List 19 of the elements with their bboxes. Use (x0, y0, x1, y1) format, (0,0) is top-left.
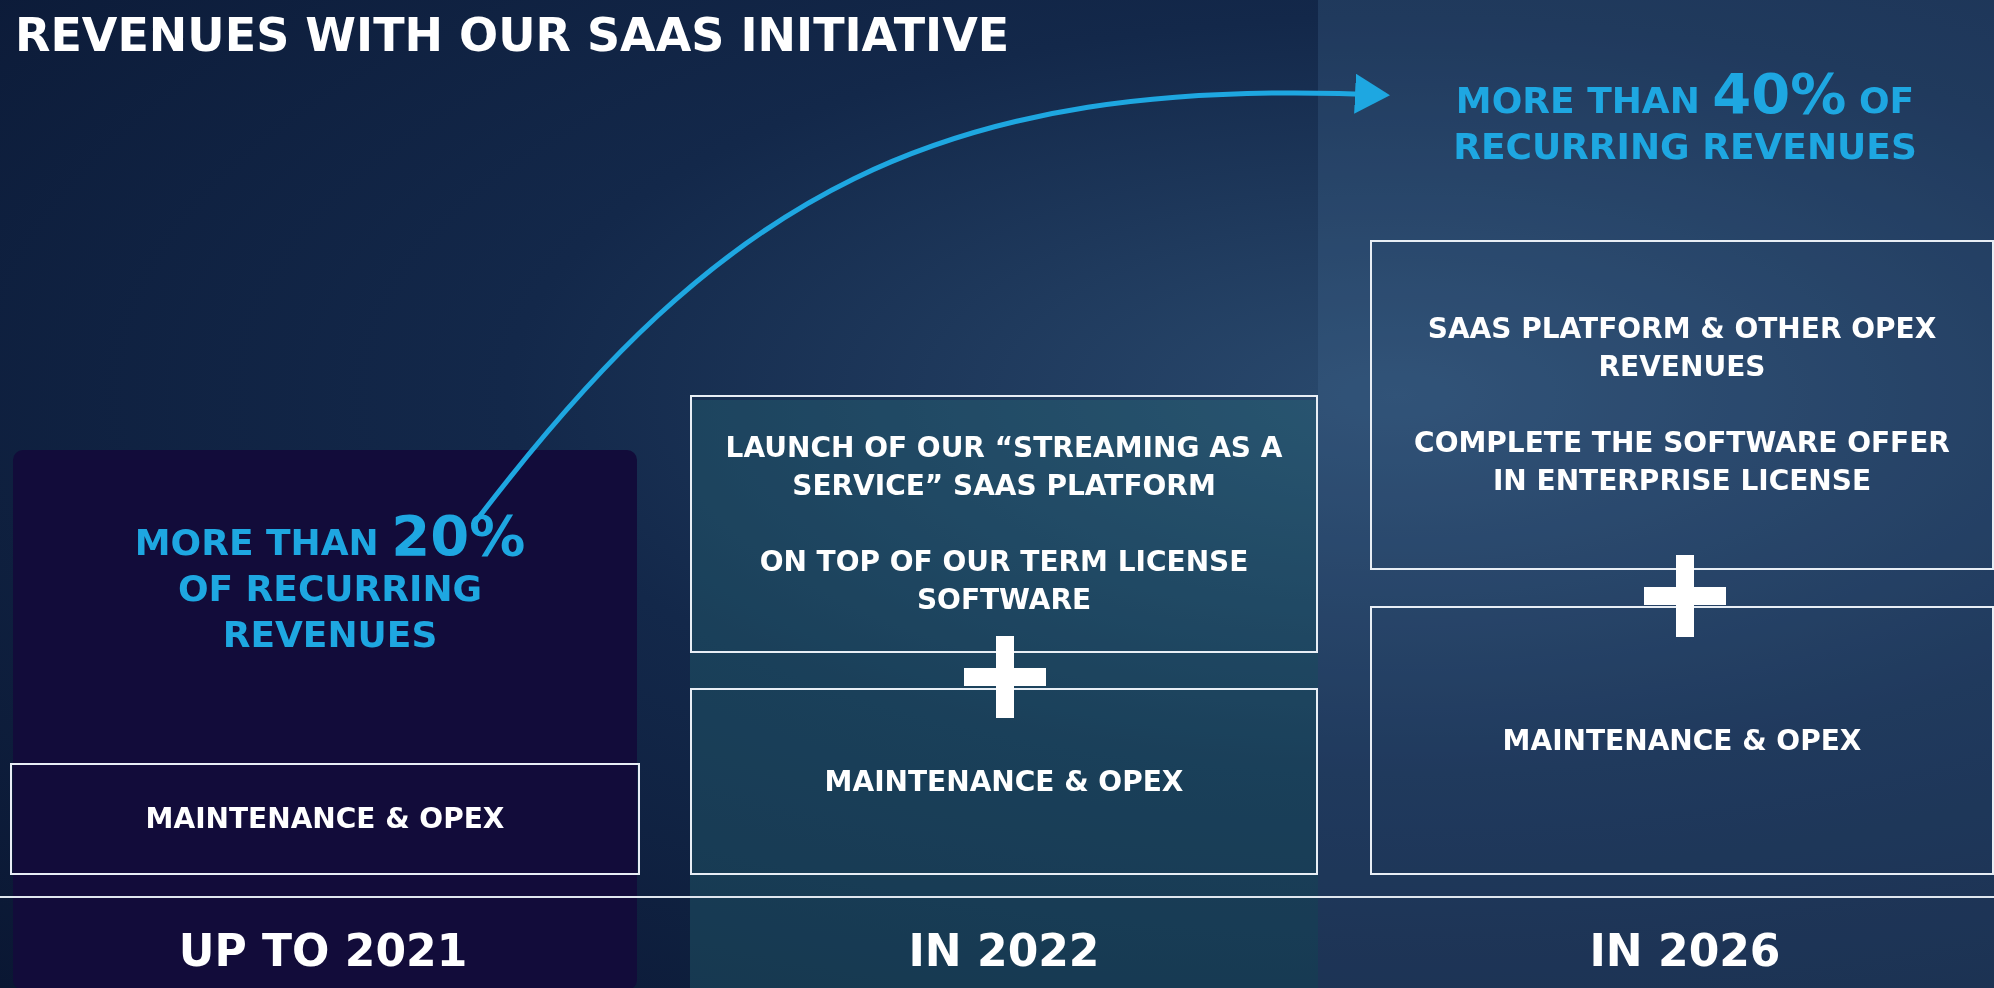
box-text: MAINTENANCE & OPEX (824, 763, 1184, 800)
box-text: MAINTENANCE & OPEX (145, 801, 505, 837)
box-text: MAINTENANCE & OPEX (1502, 722, 1862, 759)
box-text: ON TOP OF OUR TERM LICENSE SOFTWARE (758, 544, 1250, 618)
year-label: IN 2022 (907, 925, 1101, 976)
year-label: UP TO 2021 (177, 925, 469, 976)
revenue-box (690, 395, 1318, 653)
revenue-box (10, 763, 640, 875)
box-text: LAUNCH OF OUR “STREAMING AS A SERVICE” SAAS PLATFORM (724, 430, 1284, 504)
revenue-box (690, 688, 1318, 875)
curved-arrow (471, 74, 1390, 527)
box-text: COMPLETE THE SOFTWARE OFFER IN ENTERPRISE LICENSE (1413, 425, 1951, 499)
year-label: IN 2026 (1588, 925, 1782, 976)
box-text: SAAS PLATFORM & OTHER OPEX REVENUES (1426, 311, 1938, 385)
highlight-text: MORE THAN 20% OF RECURRING REVENUES (133, 512, 527, 657)
highlight-text: MORE THAN 40% OF RECURRING REVENUES (1452, 70, 1918, 169)
title: REVENUES WITH OUR SAAS INITIATIVE (15, 8, 1010, 62)
revenue-box (1370, 240, 1994, 570)
revenue-box (1370, 606, 1994, 875)
